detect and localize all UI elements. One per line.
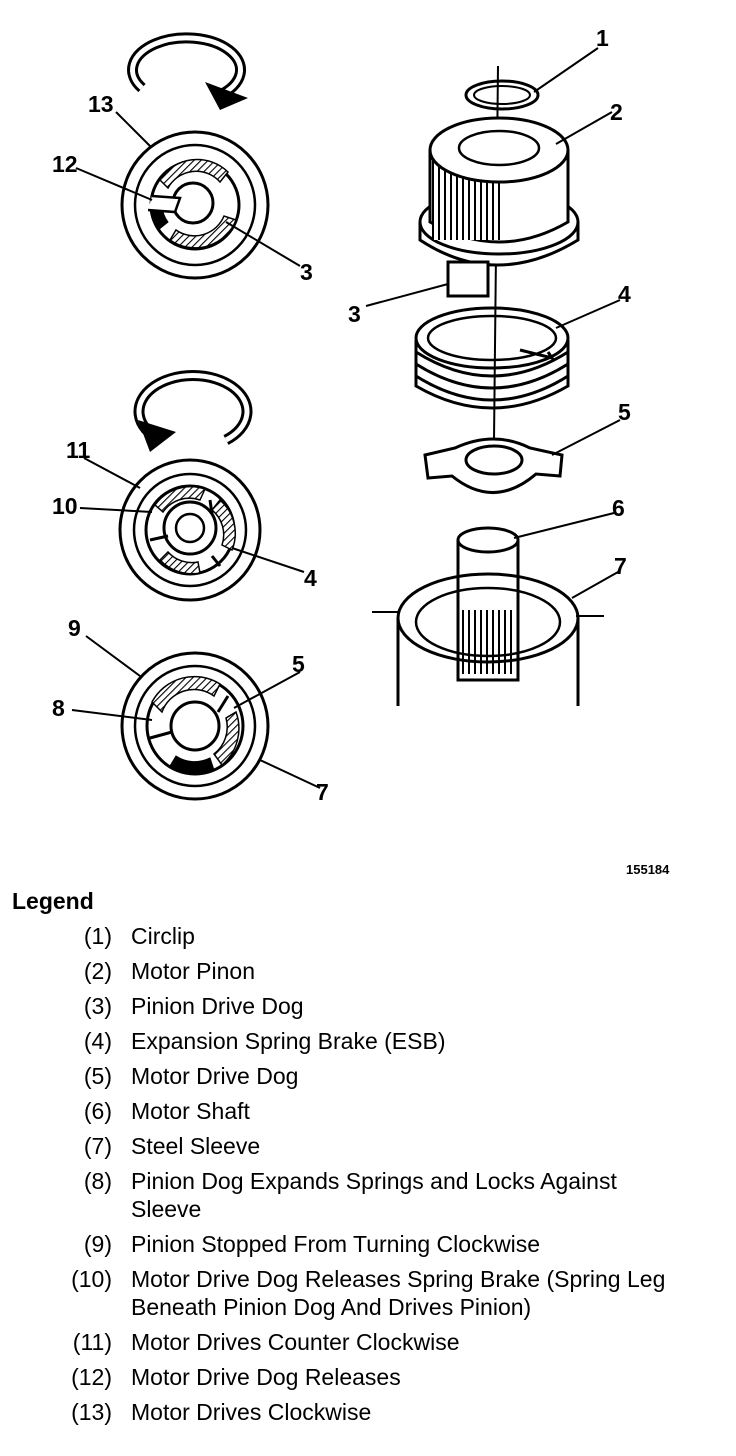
legend-item: (4) Expansion Spring Brake (ESB) bbox=[0, 1027, 736, 1055]
expansion-spring-brake-part bbox=[414, 306, 570, 410]
legend-item: (13) Motor Drives Clockwise bbox=[0, 1398, 736, 1426]
starter-pinion-brake-diagram: 1 2 3 4 5 6 7 13 12 3 11 10 4 9 5 8 7 bbox=[52, 25, 631, 805]
callout-5-assembly: 5 bbox=[618, 399, 631, 425]
circlip-part bbox=[464, 79, 540, 111]
legend-text: Circlip bbox=[131, 923, 195, 949]
legend-number: (2) bbox=[83, 958, 112, 984]
legend-number: (3) bbox=[83, 993, 112, 1019]
motor-drive-dog-part bbox=[423, 437, 564, 494]
legend-text: Motor Drive Dog Releases Spring Brake (S… bbox=[131, 1266, 666, 1320]
legend-text: Pinion Dog Expands Springs and Locks Aga… bbox=[131, 1168, 617, 1222]
legend-item: (8) Pinion Dog Expands Springs and Locks … bbox=[0, 1167, 736, 1223]
callout-1: 1 bbox=[596, 25, 609, 51]
legend-item: (3) Pinion Drive Dog bbox=[0, 992, 736, 1020]
legend-item: (2) Motor Pinon bbox=[0, 957, 736, 985]
figure-id: 155184 bbox=[626, 862, 670, 877]
rotation-arrow-clockwise-icon bbox=[127, 32, 248, 110]
callout-5-view: 5 bbox=[292, 651, 305, 677]
legend-text: Steel Sleeve bbox=[131, 1133, 261, 1159]
legend-number: (6) bbox=[83, 1098, 112, 1124]
legend-number: (13) bbox=[71, 1399, 112, 1425]
callout-7-view: 7 bbox=[316, 779, 329, 805]
callout-6: 6 bbox=[612, 495, 625, 521]
legend-item: (1) Circlip bbox=[0, 922, 736, 950]
legend-number: (10) bbox=[71, 1266, 112, 1292]
legend-text: Pinion Drive Dog bbox=[131, 993, 304, 1019]
legend-list: (1) Circlip (2) Motor Pinon (3) Pinion Driv… bbox=[0, 922, 736, 1433]
legend-number: (5) bbox=[83, 1063, 112, 1089]
legend-item: (5) Motor Drive Dog bbox=[0, 1062, 736, 1090]
motor-pinion-part bbox=[418, 116, 580, 298]
legend-text: Motor Drives Counter Clockwise bbox=[131, 1329, 460, 1355]
legend-item: (6) Motor Shaft bbox=[0, 1097, 736, 1125]
callout-4-assembly: 4 bbox=[618, 281, 631, 307]
callout-12: 12 bbox=[52, 151, 78, 177]
callout-3-view: 3 bbox=[300, 259, 313, 285]
callout-13: 13 bbox=[88, 91, 114, 117]
drive-view-1 bbox=[120, 130, 270, 280]
legend-number: (4) bbox=[83, 1028, 112, 1054]
callout-2: 2 bbox=[610, 99, 623, 125]
legend-text: Motor Shaft bbox=[131, 1098, 250, 1124]
leader-lines bbox=[71, 47, 621, 789]
legend-text: Motor Drives Clockwise bbox=[131, 1399, 372, 1425]
legend-item: (7) Steel Sleeve bbox=[0, 1132, 736, 1160]
legend-text: Pinion Stopped From Turning Clockwise bbox=[131, 1231, 541, 1257]
callout-7-assembly: 7 bbox=[614, 553, 627, 579]
callout-3-assembly: 3 bbox=[348, 301, 361, 327]
legend-title: Legend bbox=[12, 888, 94, 914]
legend-number: (9) bbox=[83, 1231, 112, 1257]
callout-9: 9 bbox=[68, 615, 81, 641]
legend-number: (12) bbox=[71, 1364, 112, 1390]
legend-number: (7) bbox=[83, 1133, 112, 1159]
legend-number: (8) bbox=[83, 1168, 112, 1194]
legend-text: Motor Pinon bbox=[131, 958, 256, 984]
legend-item: (9) Pinion Stopped From Turning Clockwise bbox=[0, 1230, 736, 1258]
legend-item: (11) Motor Drives Counter Clockwise bbox=[0, 1328, 736, 1356]
drive-view-3 bbox=[120, 651, 270, 801]
legend-number: (11) bbox=[72, 1329, 112, 1355]
legend-item: (12) Motor Drive Dog Releases bbox=[0, 1363, 736, 1391]
legend-text: Motor Drive Dog bbox=[131, 1063, 299, 1089]
callout-10: 10 bbox=[52, 493, 78, 519]
callout-8: 8 bbox=[52, 695, 65, 721]
legend-item: (10) Motor Drive Dog Releases Spring Brak… bbox=[0, 1265, 736, 1321]
rotation-arrow-counter-clockwise-icon bbox=[133, 370, 253, 452]
steel-sleeve-part bbox=[372, 572, 604, 706]
legend-text: Expansion Spring Brake (ESB) bbox=[131, 1028, 446, 1054]
legend-text: Motor Drive Dog Releases bbox=[131, 1364, 401, 1390]
callout-4-view: 4 bbox=[304, 565, 317, 591]
drive-view-2 bbox=[118, 458, 262, 602]
legend-number: (1) bbox=[83, 923, 112, 949]
callout-11: 11 bbox=[66, 437, 91, 463]
